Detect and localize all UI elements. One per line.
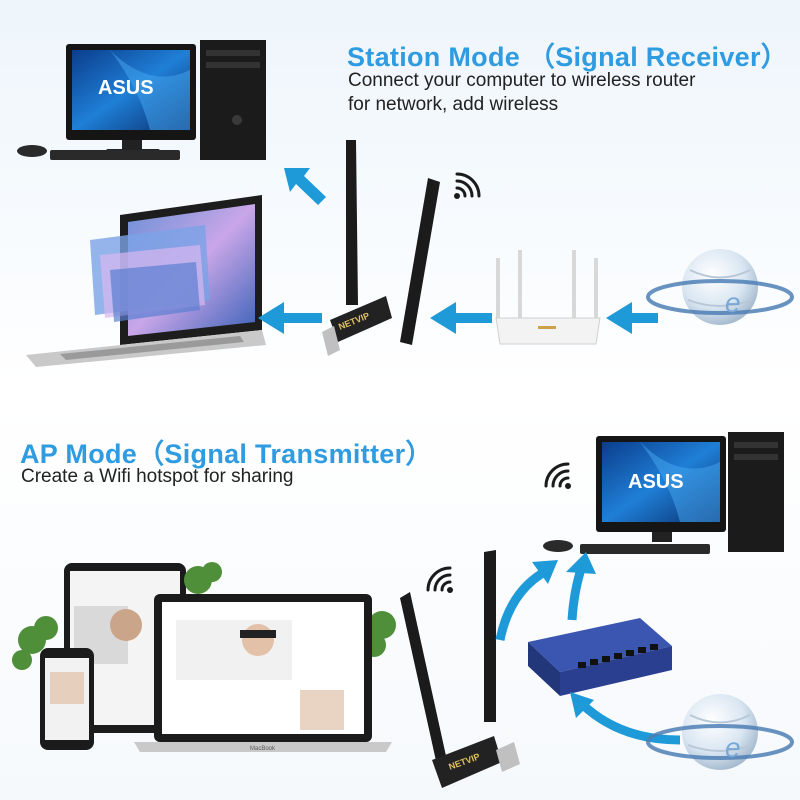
svg-text:e: e <box>725 732 741 763</box>
wireless-router-icon <box>495 250 601 345</box>
arrow-switch-to-desktop-icon <box>495 564 587 641</box>
arrow-to-adapter-icon <box>430 302 492 334</box>
usb-wifi-adapter-icon: NETVIP <box>322 140 440 356</box>
smartphone-icon <box>40 648 94 750</box>
laptop-icon: MacBook <box>134 594 392 752</box>
station-mode-desc-line1: Connect your computer to wireless router <box>348 70 696 91</box>
station-mode-illustration: ASUS <box>17 40 794 367</box>
laptop-icon <box>26 195 266 367</box>
laptop-label: MacBook <box>250 746 276 752</box>
monitor-logo: ASUS <box>98 77 154 99</box>
station-mode-desc-line2: for network, add wireless <box>348 94 559 115</box>
ap-mode-desc: Create a Wifi hotspot for sharing <box>21 466 294 487</box>
wifi-signal-icon <box>426 566 453 593</box>
station-mode-panel: ASUS <box>0 0 800 385</box>
desktop-computer-icon: ASUS <box>543 432 784 554</box>
arrow-globe-to-switch-icon <box>578 700 681 745</box>
monitor-logo: ASUS <box>628 471 684 493</box>
ap-mode-illustration: ASUS <box>12 432 794 788</box>
station-mode-title: Station Mode （Signal Receiver） <box>347 42 789 72</box>
arrow-to-desktop-icon <box>284 168 326 205</box>
desktop-computer-icon: ASUS <box>17 40 266 160</box>
arrow-to-router-icon <box>606 302 658 334</box>
usb-wifi-adapter-icon: NETVIP <box>400 550 520 788</box>
internet-globe-icon: e <box>646 249 794 325</box>
network-switch-icon <box>528 618 672 696</box>
wifi-signal-icon <box>544 462 571 489</box>
internet-globe-icon: e <box>646 694 794 770</box>
wifi-signal-icon <box>454 172 481 199</box>
svg-text:e: e <box>725 287 741 318</box>
arrow-to-laptop-icon <box>258 302 322 334</box>
panel-divider <box>0 385 800 398</box>
ap-mode-panel: ASUS <box>0 398 800 800</box>
ap-mode-title: AP Mode（Signal Transmitter） <box>20 439 433 469</box>
